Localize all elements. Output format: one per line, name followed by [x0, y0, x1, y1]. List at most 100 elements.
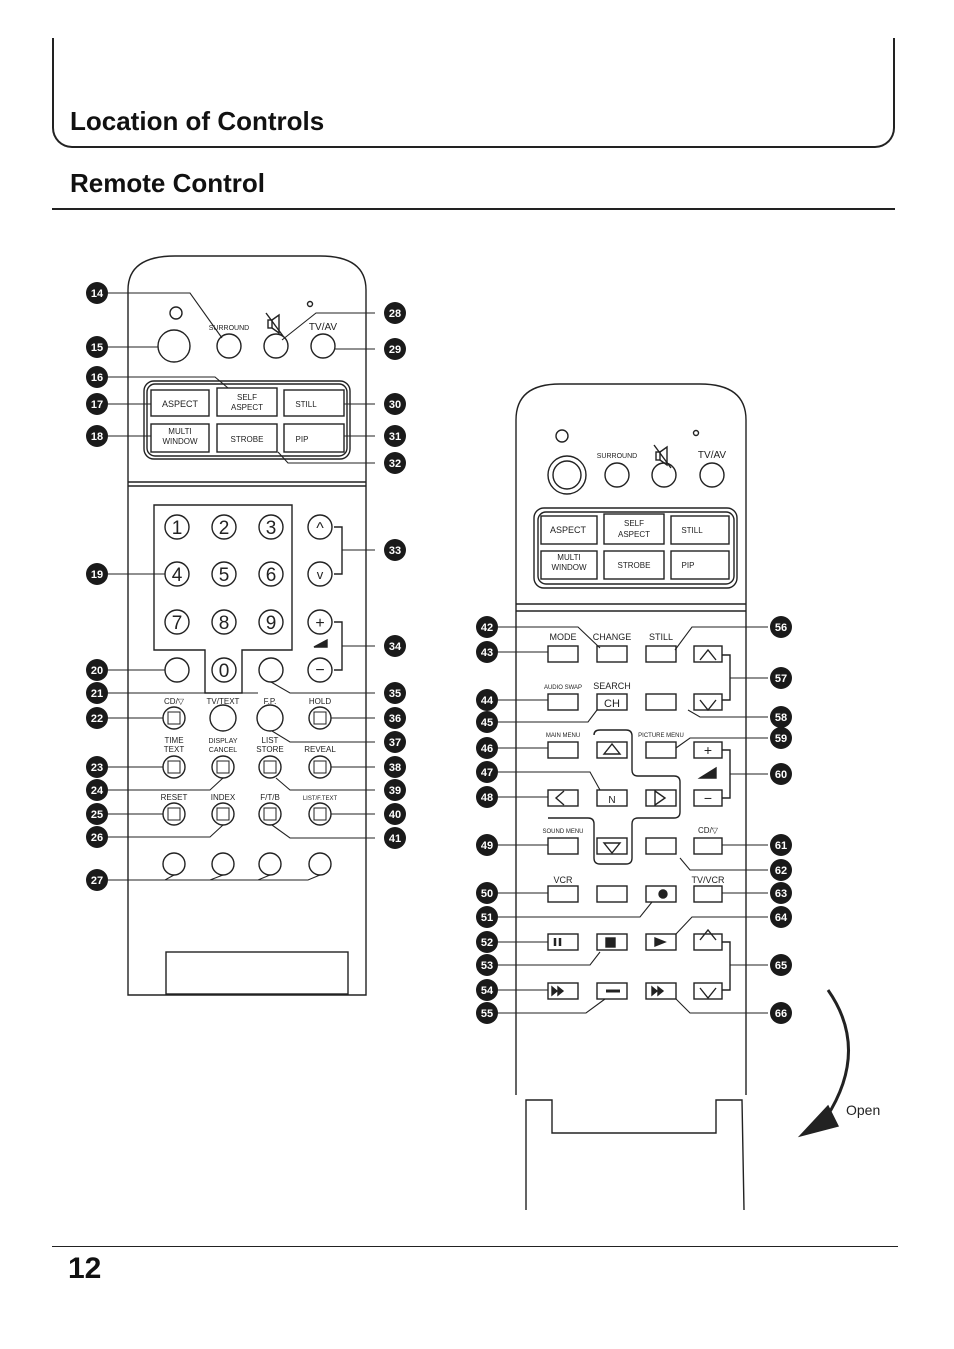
- callout-number: 17: [91, 399, 103, 411]
- callout-20: 20: [86, 659, 108, 681]
- callout-29: 29: [384, 338, 406, 360]
- callout-16: 16: [86, 366, 108, 388]
- ftb-button[interactable]: [258, 802, 282, 826]
- callout-number: 39: [389, 785, 401, 797]
- still-button[interactable]: [283, 389, 345, 417]
- digit-2: 2: [219, 518, 230, 539]
- aspect-button[interactable]: [150, 389, 210, 417]
- strobe-button[interactable]: [216, 423, 278, 453]
- fp-button[interactable]: [256, 704, 284, 732]
- callout-number: 52: [481, 937, 493, 949]
- reset-button[interactable]: [162, 802, 186, 826]
- still-button[interactable]: [670, 515, 730, 545]
- callout-number: 48: [481, 792, 493, 804]
- time-text-button[interactable]: [162, 755, 186, 779]
- hold-button[interactable]: [308, 706, 332, 730]
- self-aspect-button[interactable]: [603, 513, 665, 545]
- digit-4: 4: [172, 565, 183, 586]
- window-label: WINDOW: [551, 563, 587, 572]
- left-remote-labels: SURROUND TV/AV ASPECT SELF ASPECT STILL …: [161, 322, 338, 802]
- callout-number: 23: [91, 762, 103, 774]
- aspect-label: ASPECT: [550, 525, 587, 535]
- list-ftext-label: LIST/F.TEXT: [303, 796, 338, 802]
- callout-23: 23: [86, 756, 108, 778]
- callout-64: 64: [770, 906, 792, 928]
- list-store-button[interactable]: [258, 755, 282, 779]
- left-callout-lines: [108, 292, 375, 881]
- callout-45: 45: [476, 711, 498, 733]
- callout-number: 55: [481, 1008, 493, 1020]
- tvav-button[interactable]: [699, 462, 725, 488]
- callout-49: 49: [476, 834, 498, 856]
- callout-33: 33: [384, 539, 406, 561]
- surround-button[interactable]: [216, 333, 242, 359]
- digit-mode-button[interactable]: [258, 657, 284, 683]
- callout-25: 25: [86, 803, 108, 825]
- index-button[interactable]: [211, 802, 235, 826]
- callout-21: 21: [86, 682, 108, 704]
- digit-9: 9: [266, 613, 277, 634]
- mute-button[interactable]: [651, 462, 677, 488]
- callout-number: 28: [389, 308, 401, 320]
- digit-6: 6: [266, 565, 277, 586]
- callout-number: 44: [481, 695, 494, 707]
- callout-62: 62: [770, 859, 792, 881]
- input-button[interactable]: [164, 657, 190, 683]
- page-number: 12: [68, 1252, 102, 1285]
- callout-number: 32: [389, 458, 401, 470]
- right-button-panel: [533, 507, 738, 589]
- sound-menu-label: SOUND MENU: [542, 829, 583, 835]
- callout-number: 15: [91, 342, 103, 354]
- footer-rule: [52, 1246, 898, 1247]
- callout-number: 56: [775, 622, 787, 634]
- self-aspect-button[interactable]: [216, 387, 278, 417]
- tvav-button[interactable]: [310, 333, 336, 359]
- power-button[interactable]: [157, 329, 191, 363]
- list-ftext-button[interactable]: [308, 802, 332, 826]
- aspect-button[interactable]: [540, 515, 598, 545]
- mute-button[interactable]: [263, 333, 289, 359]
- callout-number: 41: [389, 833, 401, 845]
- digit-buttons[interactable]: [164, 514, 284, 683]
- cd-label: CD/▽: [698, 826, 719, 835]
- callout-number: 18: [91, 431, 103, 443]
- volume-up-button[interactable]: [307, 609, 333, 635]
- callout-22: 22: [86, 707, 108, 729]
- channel-up-button[interactable]: [307, 514, 333, 540]
- callout-15: 15: [86, 336, 108, 358]
- callout-66: 66: [770, 1002, 792, 1024]
- picture-menu-label: PICTURE MENU: [638, 733, 684, 739]
- strobe-label: STROBE: [231, 435, 264, 444]
- channel-down-button[interactable]: [307, 561, 333, 587]
- display-cancel-button[interactable]: [211, 755, 235, 779]
- window-label: WINDOW: [162, 437, 198, 446]
- svg-text:−: −: [704, 790, 712, 806]
- tvtext-label: TV/TEXT: [207, 697, 240, 706]
- cd-button[interactable]: [162, 706, 186, 730]
- multi-window-button[interactable]: [540, 550, 598, 580]
- pip-label: PIP: [296, 435, 309, 444]
- callout-42: 42: [476, 616, 498, 638]
- callout-56: 56: [770, 616, 792, 638]
- pip-button[interactable]: [670, 550, 730, 580]
- surround-button[interactable]: [604, 462, 630, 488]
- svg-text:+: +: [315, 615, 324, 632]
- fastext-buttons[interactable]: [162, 852, 332, 876]
- callout-number: 65: [775, 960, 787, 972]
- vcr-label: VCR: [553, 875, 573, 885]
- callout-65: 65: [770, 954, 792, 976]
- right-callout-lines: [498, 626, 768, 1014]
- strobe-button[interactable]: [603, 550, 665, 580]
- volume-down-button[interactable]: [307, 657, 333, 683]
- power-button[interactable]: [547, 455, 587, 495]
- mute-icon: [265, 312, 284, 337]
- multi-window-button[interactable]: [150, 423, 210, 453]
- callout-52: 52: [476, 931, 498, 953]
- callout-51: 51: [476, 906, 498, 928]
- tvtext-button[interactable]: [209, 704, 237, 732]
- reveal-button[interactable]: [308, 755, 332, 779]
- callout-35: 35: [384, 682, 406, 704]
- pip-button[interactable]: [283, 423, 345, 453]
- right-lower-buttons[interactable]: [547, 645, 723, 1000]
- tvvcr-label: TV/VCR: [691, 875, 725, 885]
